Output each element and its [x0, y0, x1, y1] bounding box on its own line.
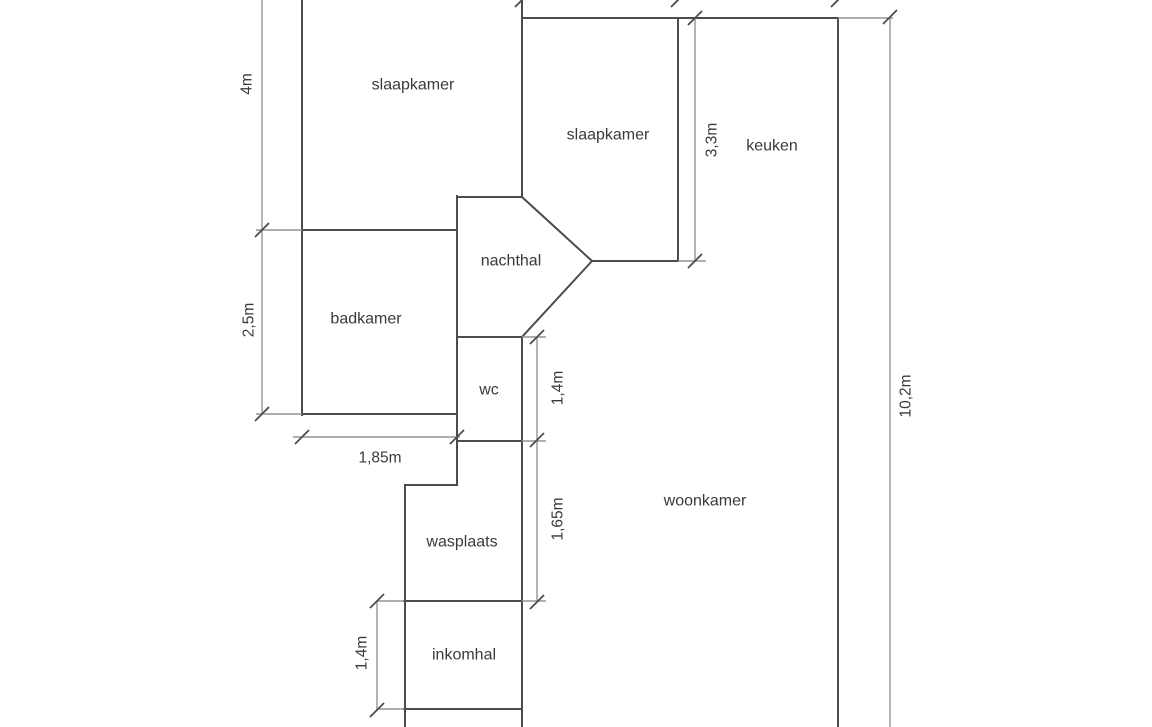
room-label-keuken: keuken: [746, 138, 798, 155]
tick-mark: [687, 10, 703, 26]
tick-mark: [294, 429, 310, 445]
room-label-slaapkamer-1: slaapkamer: [372, 77, 455, 94]
tick-mark: [830, 0, 840, 8]
tick-mark: [369, 702, 385, 718]
room-label-woonkamer: woonkamer: [663, 493, 747, 510]
tick-mark: [514, 0, 524, 8]
dimension-label-dim-4m: 4m: [239, 73, 256, 95]
tick-mark: [687, 253, 703, 269]
dimension-label-dim-3-3m: 3,3m: [704, 123, 721, 157]
tick-mark: [529, 329, 545, 345]
tick-mark: [254, 222, 270, 238]
room-label-badkamer: badkamer: [330, 311, 402, 328]
dimension-label-dim-1-85m: 1,85m: [358, 450, 401, 467]
room-label-slaapkamer-2: slaapkamer: [567, 127, 650, 144]
dimension-label-dim-10-2m: 10,2m: [898, 374, 915, 417]
room-label-inkomhal: inkomhal: [432, 647, 496, 664]
dimension-label-dim-1-4m-inkom: 1,4m: [354, 636, 371, 670]
room-label-nachthal: nachthal: [481, 253, 542, 270]
dimension-label-dim-1-65m: 1,65m: [550, 497, 567, 540]
dimension-label-dim-2-5m: 2,5m: [241, 303, 258, 337]
dimension-label-dim-1-4m-wc: 1,4m: [550, 371, 567, 405]
tick-mark: [254, 406, 270, 422]
tick-mark: [369, 593, 385, 609]
wall-line: [520, 195, 594, 263]
tick-mark: [882, 9, 898, 25]
tick-mark: [449, 429, 465, 445]
wall-line: [520, 259, 594, 339]
tick-mark: [529, 432, 545, 448]
tick-mark: [670, 0, 680, 8]
tick-mark: [529, 594, 545, 610]
room-label-wc: wc: [478, 382, 499, 399]
room-label-wasplaats: wasplaats: [425, 534, 497, 551]
